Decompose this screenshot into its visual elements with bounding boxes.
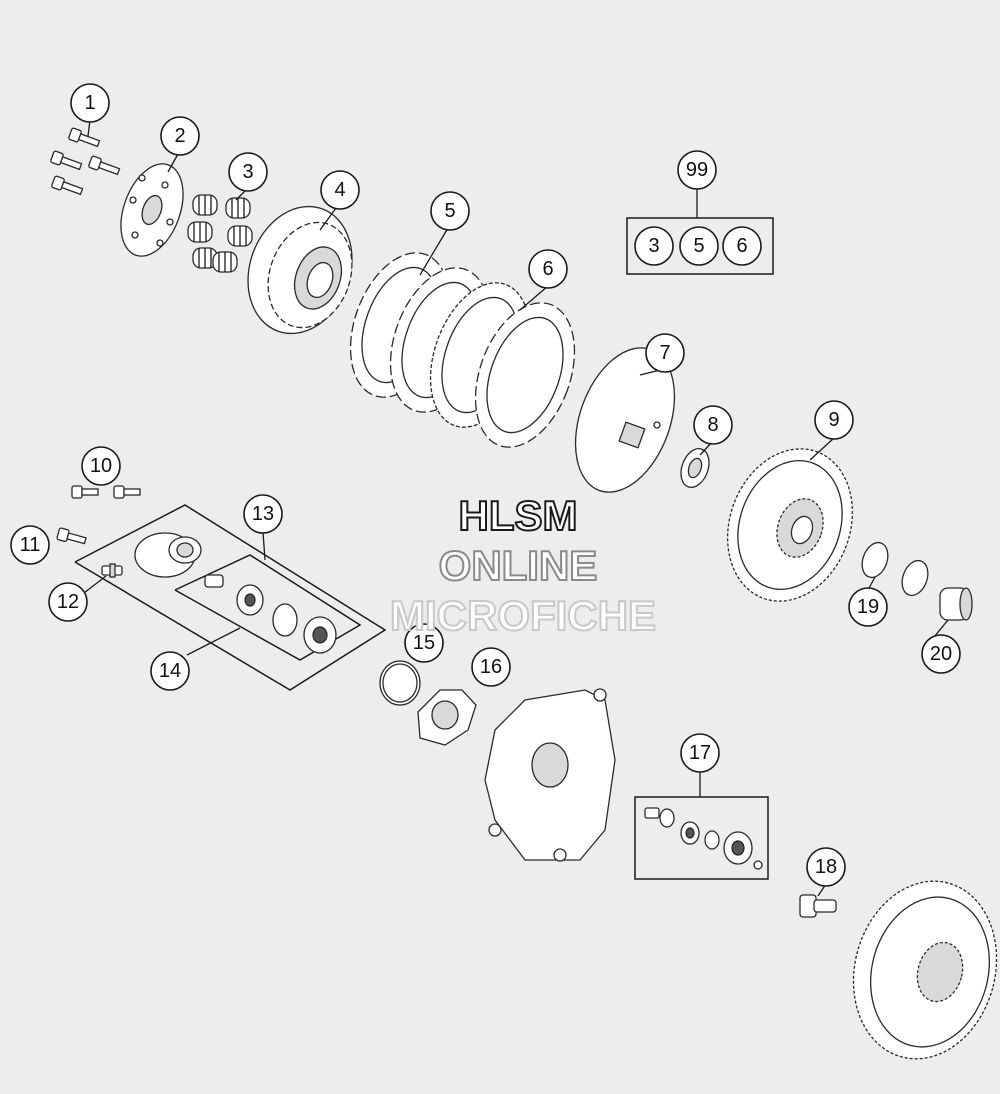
watermark: HLSM ONLINE MICROFICHE: [389, 491, 657, 640]
callout-label: 20: [930, 643, 952, 665]
part-gasket-16: [417, 689, 477, 746]
callout-label: 16: [480, 656, 502, 678]
part-oring-15: [379, 660, 421, 706]
part-screws-1: [50, 127, 121, 196]
part-clutch-cover: [484, 688, 616, 862]
callout-8: 8: [693, 405, 733, 445]
callout-label: 10: [90, 455, 112, 477]
watermark-line-1: HLSM: [459, 492, 578, 539]
callout-label: 5: [444, 200, 455, 222]
callout-5: 5: [430, 191, 470, 231]
callout-14: 14: [150, 651, 190, 691]
leader-lines: [83, 119, 949, 897]
part-piston-set-14: [204, 574, 337, 654]
callout-4: 4: [320, 170, 360, 210]
callout-label: 3: [242, 161, 253, 183]
part-pressure-plate-4: [247, 205, 353, 335]
callout-12: 12: [48, 582, 88, 622]
callout-2: 2: [160, 116, 200, 156]
watermark-line-2: ONLINE: [439, 542, 598, 589]
part-clutch-basket-lower: [852, 880, 998, 1060]
kit-item-label: 5: [693, 235, 704, 257]
callout-99: 99: [677, 150, 717, 190]
part-slave-cylinder-housing: [134, 532, 202, 578]
callout-label: 99: [686, 159, 708, 181]
callout-label: 2: [174, 125, 185, 147]
kit-box-99: [626, 217, 774, 275]
part-washer-8: [680, 448, 710, 488]
callout-13: 13: [243, 494, 283, 534]
part-bolt-11: [56, 527, 87, 545]
callout-15: 15: [404, 623, 444, 663]
callout-3: 3: [228, 152, 268, 192]
part-clutch-basket-9: [726, 448, 854, 602]
part-springs-3: [187, 194, 253, 273]
callout-label: 12: [57, 591, 79, 613]
callout-label: 7: [659, 342, 670, 364]
callout-label: 8: [707, 414, 718, 436]
callout-label: 11: [20, 534, 41, 556]
callout-label: 13: [252, 503, 274, 525]
assembly-box-13: [74, 504, 387, 691]
callout-label: 18: [815, 856, 837, 878]
callout-11: 11: [10, 525, 50, 565]
callout-label: 6: [542, 258, 553, 280]
part-retainer-plate-2: [120, 163, 184, 257]
callout-6: 6: [528, 249, 568, 289]
callout-label: 17: [689, 742, 711, 764]
kit-99-item-3: 6: [722, 226, 762, 266]
callout-1: 1: [70, 83, 110, 123]
callout-16: 16: [471, 647, 511, 687]
callout-9: 9: [814, 400, 854, 440]
kit-item-label: 6: [736, 235, 747, 257]
callout-20: 20: [921, 634, 961, 674]
callout-19: 19: [848, 587, 888, 627]
part-thrust-plate-7: [574, 347, 676, 493]
part-bolts-10: [71, 485, 141, 499]
part-valve-12: [101, 563, 123, 578]
callout-label: 15: [413, 632, 435, 654]
kit-item-label: 3: [648, 235, 659, 257]
callout-label: 9: [828, 409, 839, 431]
callout-10: 10: [81, 446, 121, 486]
kit-99-item-2: 5: [679, 226, 719, 266]
watermark-line-3: MICROFICHE: [390, 592, 656, 639]
part-steel-discs-6: [429, 282, 576, 448]
callout-label: 1: [84, 92, 95, 114]
callout-label: 14: [159, 660, 181, 682]
callout-17: 17: [680, 733, 720, 773]
callout-label: 19: [857, 596, 879, 618]
assembly-box-17: [634, 796, 769, 880]
part-bolt-18: [799, 894, 837, 918]
kit-99-item-1: 3: [634, 226, 674, 266]
callout-18: 18: [806, 847, 846, 887]
part-needle-bearings-19: [861, 541, 929, 597]
callout-label: 4: [334, 179, 345, 201]
part-bushing-20: [939, 587, 973, 621]
callout-7: 7: [645, 333, 685, 373]
